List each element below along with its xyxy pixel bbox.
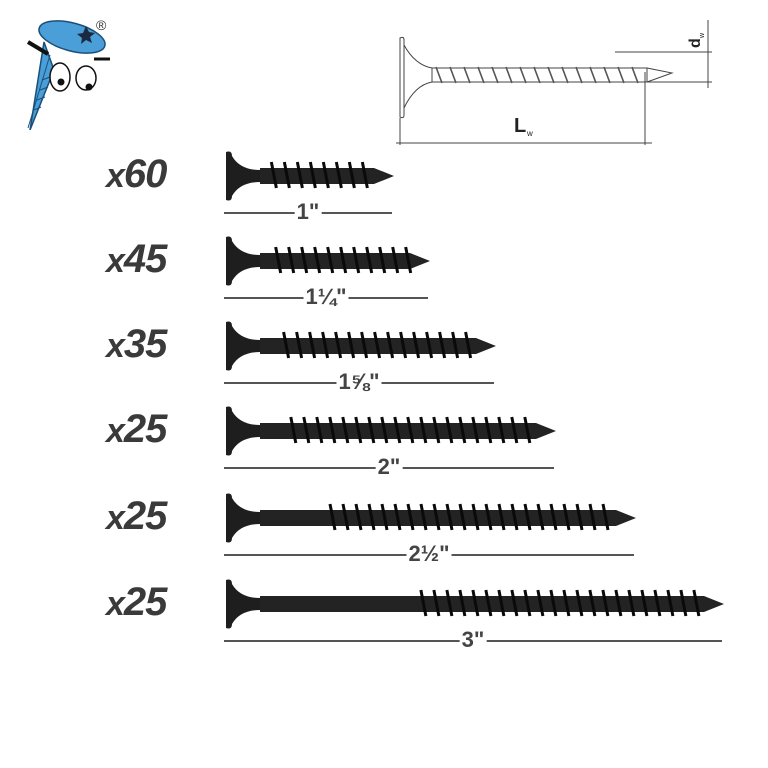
length-label: 1⅝" <box>336 369 382 395</box>
size-row: x35 1⅝" <box>0 320 768 400</box>
size-row: x25 3" <box>0 578 768 658</box>
size-row: x60 1" <box>0 150 768 230</box>
length-measure-line: 1" <box>224 199 392 225</box>
size-row: x25 2" <box>0 405 768 485</box>
diameter-subscript: w <box>699 32 706 39</box>
length-label: 2" <box>375 454 403 480</box>
quantity-label: x60 <box>106 152 167 196</box>
length-measure-line: 1¼" <box>224 284 428 310</box>
length-label: 3" <box>459 627 487 653</box>
screw-dimension-diagram: L w d w <box>396 20 712 145</box>
quantity-label: x25 <box>106 580 167 624</box>
brand-logo-icon <box>26 20 110 130</box>
length-label: 2½" <box>406 541 452 567</box>
drywall-screw-icon <box>226 493 636 543</box>
diameter-label: d <box>687 38 704 48</box>
length-measure-line: 3" <box>224 627 722 653</box>
quantity-label: x45 <box>106 237 167 281</box>
quantity-label: x25 <box>106 494 167 538</box>
drywall-screw-icon <box>226 321 496 371</box>
quantity-label: x25 <box>106 407 167 451</box>
size-row: x25 2½" <box>0 492 768 572</box>
registered-mark: ® <box>96 17 107 33</box>
drywall-screw-icon <box>226 236 430 286</box>
drywall-screw-icon <box>226 151 394 201</box>
length-measure-line: 2½" <box>224 541 634 567</box>
length-label: L <box>514 115 526 137</box>
length-subscript: w <box>526 129 533 138</box>
length-label: 1¼" <box>303 284 349 310</box>
length-measure-line: 2" <box>224 454 554 480</box>
drywall-screw-icon <box>226 406 556 456</box>
drywall-screw-icon <box>226 579 724 629</box>
length-label: 1" <box>294 199 322 225</box>
quantity-label: x35 <box>106 322 167 366</box>
size-row: x45 1¼" <box>0 235 768 315</box>
length-measure-line: 1⅝" <box>224 369 494 395</box>
